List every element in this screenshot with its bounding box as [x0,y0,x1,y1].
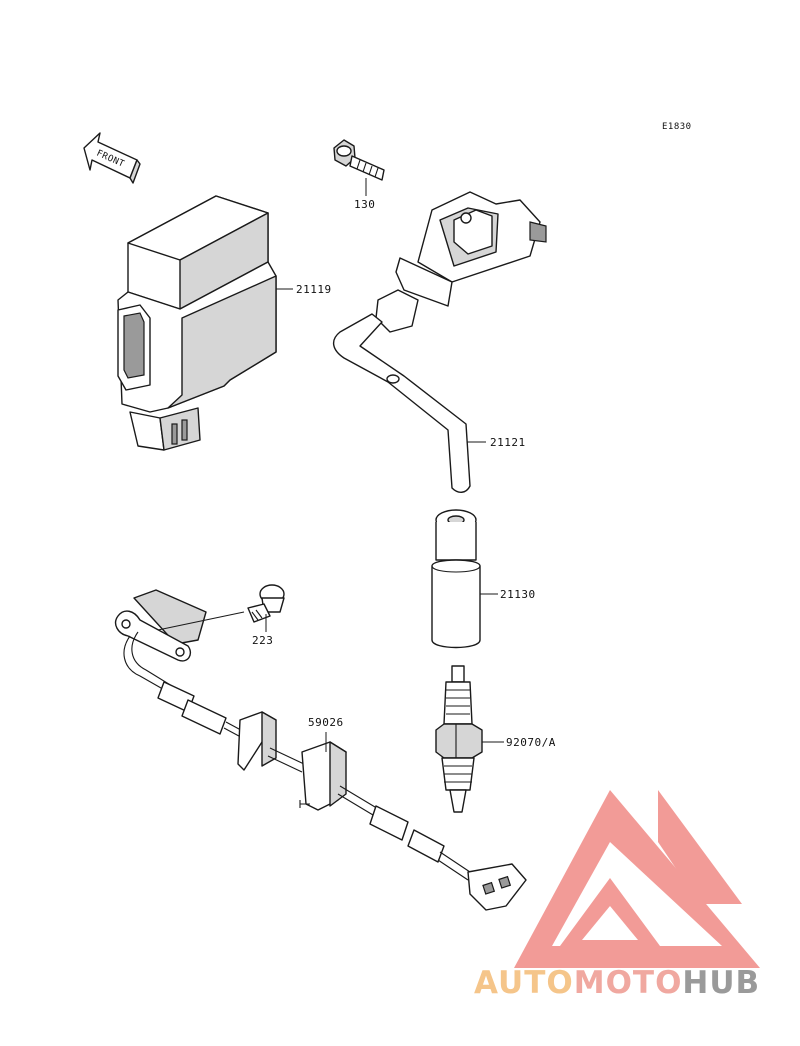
watermark-text: AUTOMOTOHUB [474,965,760,1001]
part-label-21119: 21119 [296,283,332,296]
spark-plug-92070a [435,665,483,813]
cdi-unit-21119 [117,195,277,451]
front-arrow-icon: FRONT [83,132,141,184]
part-label-59026: 59026 [308,716,344,729]
part-label-130: 130 [354,198,375,211]
part-label-21121: 21121 [490,436,526,449]
diagram-code: E1830 [662,122,692,132]
automotohub-logo [514,790,760,968]
watermark-auto: AUTO [474,965,574,1001]
bolt-130 [333,139,385,181]
part-label-21130: 21130 [500,588,536,601]
watermark-moto: MOTO [574,965,683,1001]
screw-223 [247,584,285,623]
part-label-223: 223 [252,634,273,647]
pickup-coil-59026 [114,589,527,911]
watermark-hub: HUB [682,965,760,1001]
ignition-coil-21121 [333,191,547,493]
part-label-92070a: 92070/A [506,736,556,749]
logo-triangle-inner [658,790,742,904]
plug-cap-21130 [431,509,481,649]
